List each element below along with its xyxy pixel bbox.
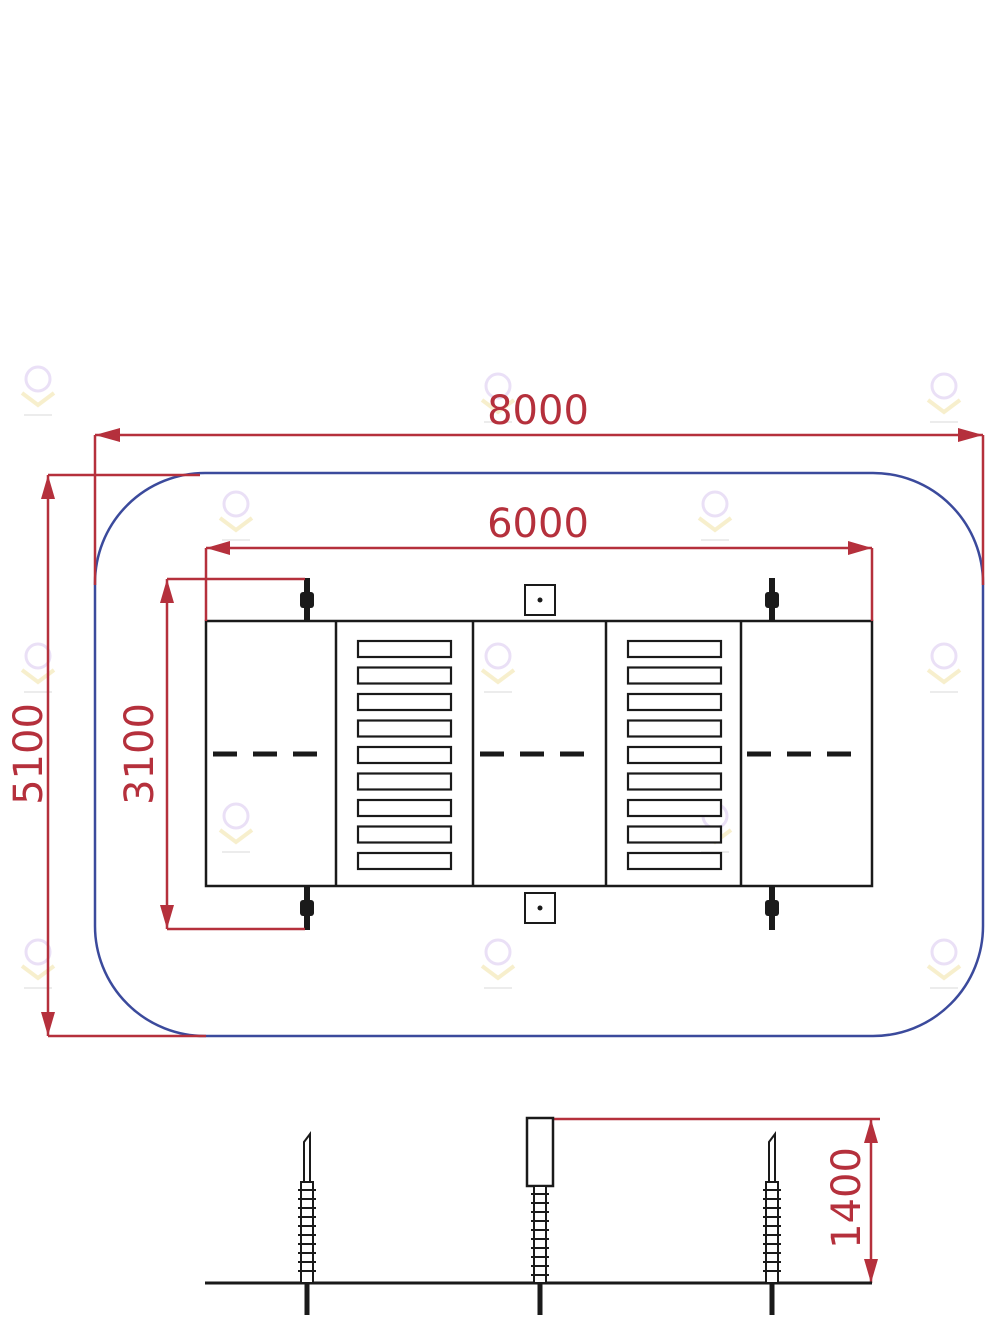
logo-watermark-icon (926, 642, 962, 693)
slat (626, 639, 723, 659)
slat (356, 692, 453, 712)
slat (626, 772, 723, 791)
safety-zone-outline (93, 471, 985, 1038)
slat (356, 825, 453, 844)
court-panel-dividers (334, 621, 743, 886)
slat (356, 851, 453, 871)
watermark-logos (20, 365, 962, 989)
dimension-inner-width: 6000 (487, 501, 589, 547)
net-anchor-icon (524, 584, 556, 616)
post-icon (765, 886, 779, 930)
elevation-view (298, 1116, 781, 1315)
post-icon (763, 1131, 781, 1315)
dimension-inner-depth: 3100 (117, 703, 163, 805)
logo-watermark-icon (480, 372, 516, 423)
logo-watermark-icon (926, 372, 962, 423)
court-outline (204, 619, 874, 888)
logo-watermark-icon (480, 642, 516, 693)
logo-watermark-icon (926, 938, 962, 989)
slat (356, 798, 453, 818)
post-icon (765, 578, 779, 622)
post-icon (300, 578, 314, 622)
slat (356, 772, 453, 791)
logo-watermark-icon (697, 490, 733, 541)
dimension-lines (46, 433, 985, 1283)
post-icon (298, 1131, 316, 1315)
slat (626, 798, 723, 818)
dimension-arrows (41, 428, 983, 1283)
slat (626, 692, 723, 712)
slat (356, 666, 453, 685)
dimension-total-depth: 5100 (6, 703, 52, 805)
slat (626, 719, 723, 738)
slat (356, 639, 453, 659)
slat (626, 851, 723, 871)
slat (356, 719, 453, 738)
net-anchor-icon (524, 892, 556, 924)
logo-watermark-icon (218, 490, 254, 541)
logo-watermark-icon (480, 938, 516, 989)
dimension-height: 1400 (824, 1147, 870, 1249)
post-icon (300, 886, 314, 930)
logo-watermark-icon (20, 365, 56, 416)
slat (626, 825, 723, 844)
logo-watermark-icon (218, 802, 254, 853)
post-icon (525, 1116, 555, 1315)
slat (356, 745, 453, 765)
slat-grid-left (356, 639, 453, 871)
dimension-total-width: 8000 (487, 388, 589, 434)
plan-posts (300, 578, 779, 930)
slat (626, 666, 723, 685)
slat (626, 745, 723, 765)
slat-grid-right (626, 639, 723, 871)
